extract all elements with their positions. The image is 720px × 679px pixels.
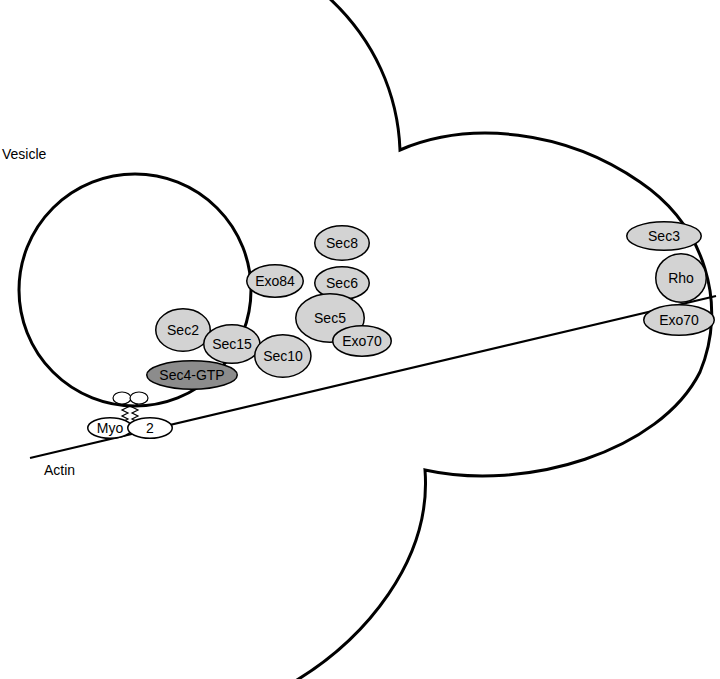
- protein-ellipse: Sec15: [203, 324, 261, 364]
- ellipse-outline: [656, 254, 707, 303]
- ellipse-outline: [315, 226, 370, 261]
- myosin-lever-arm: [122, 404, 138, 421]
- ellipse-outline: [128, 418, 173, 439]
- ellipse-outline: [204, 325, 260, 364]
- ellipse-outline: [247, 265, 304, 298]
- protein-name: Rho: [668, 271, 694, 285]
- protein-name: Sec3: [648, 229, 680, 243]
- protein-name: Sec5: [314, 311, 346, 325]
- protein-ellipse: Sec8: [314, 225, 370, 261]
- protein-name: Sec10: [263, 349, 303, 363]
- protein-ellipse: Rho: [655, 253, 707, 303]
- ellipse-outline: [333, 326, 392, 357]
- ellipse-outline: [627, 222, 702, 251]
- structure-label: Vesicle: [2, 146, 46, 162]
- ellipse-outline: [88, 418, 133, 439]
- protein-name: Sec8: [326, 236, 358, 250]
- myosin-tail-domain: [113, 392, 131, 404]
- protein-name: Sec6: [326, 276, 358, 290]
- protein-name: Myo: [97, 421, 123, 435]
- protein-ellipse: Myo: [87, 417, 133, 439]
- protein-ellipse: Sec4-GTP: [146, 360, 238, 390]
- protein-ellipse: Exo70: [643, 304, 715, 336]
- protein-ellipse: Sec3: [626, 221, 702, 251]
- protein-ellipse: 2: [127, 417, 173, 439]
- protein-ellipse: Exo84: [246, 264, 304, 298]
- ellipse-outline: [255, 335, 311, 378]
- cell-outline: [292, 0, 712, 679]
- protein-name: 2: [146, 421, 154, 435]
- actin-filament: [30, 296, 716, 458]
- protein-ellipse: Sec10: [254, 334, 312, 378]
- myosin-tail-domain: [130, 392, 148, 404]
- ellipse-outline: [147, 361, 238, 390]
- structure-label: Actin: [44, 462, 75, 478]
- protein-name: Sec15: [212, 337, 252, 351]
- protein-ellipse: Exo70: [332, 325, 392, 357]
- protein-name: Exo84: [255, 274, 295, 288]
- ellipse-outline: [644, 305, 715, 336]
- protein-ellipse: Sec2: [155, 308, 211, 352]
- vesicle-membrane: [19, 174, 251, 406]
- protein-name: Exo70: [659, 313, 699, 327]
- ellipse-outline: [156, 309, 211, 352]
- protein-name: Exo70: [342, 334, 382, 348]
- protein-name: Sec4-GTP: [159, 368, 224, 382]
- protein-name: Sec2: [167, 323, 199, 337]
